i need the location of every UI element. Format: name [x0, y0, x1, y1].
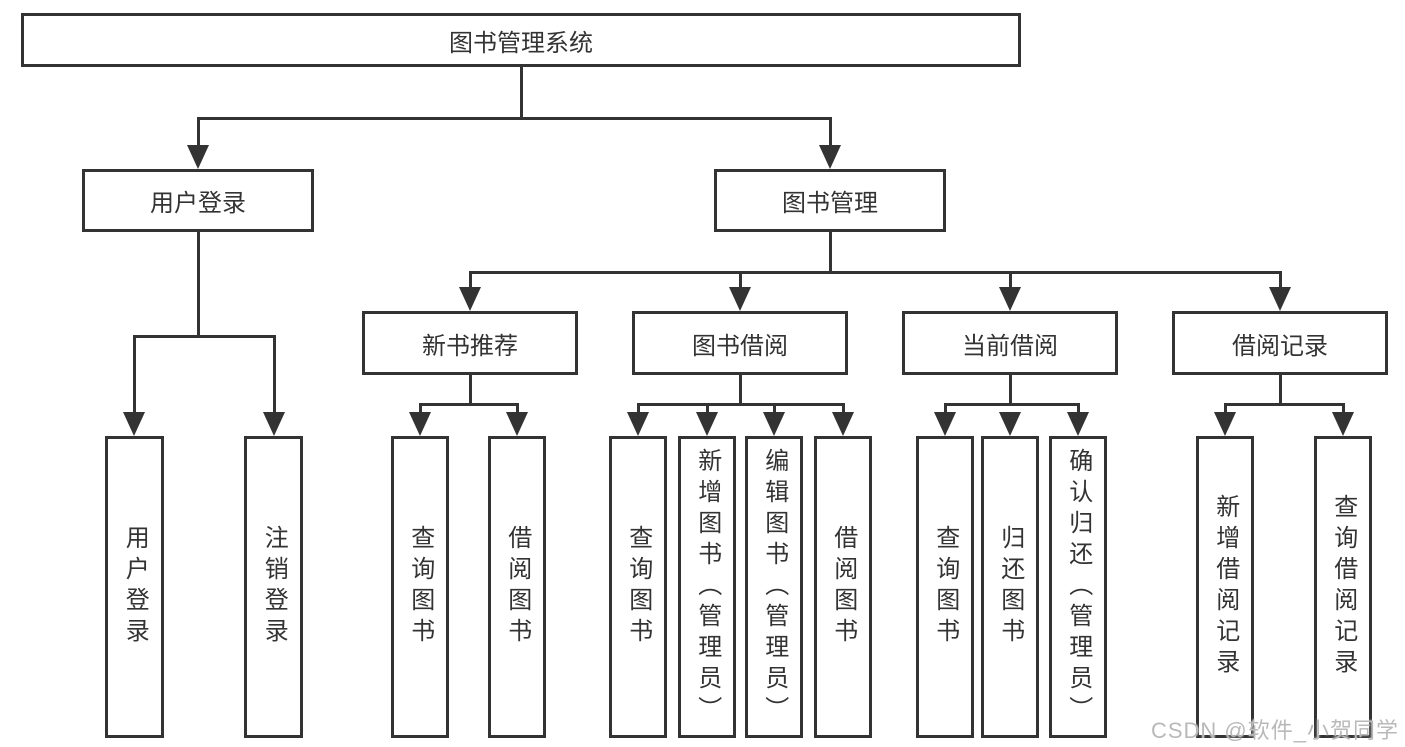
connector-line [419, 403, 422, 413]
connector-line [273, 335, 276, 412]
leaf-label: 借阅图书 [829, 525, 857, 649]
leaf-confirm-return-admin: 确认归还（管理员） [1049, 436, 1107, 738]
connector-line [944, 403, 947, 413]
node-borrow-records: 借阅记录 [1172, 311, 1388, 375]
leaf-label: 新增图书（管理员） [693, 447, 721, 727]
connector-line [739, 271, 742, 287]
connector-line [842, 403, 845, 413]
arrow-down-icon [459, 287, 481, 311]
connector-line [197, 232, 200, 338]
connector-line [419, 403, 519, 406]
connector-line [739, 375, 742, 406]
node-current-borrow: 当前借阅 [902, 311, 1118, 375]
connector-line [706, 403, 709, 413]
leaf-label: 借阅图书 [503, 525, 531, 649]
connector-line [133, 335, 276, 338]
connector-line [829, 117, 832, 145]
connector-line [1009, 271, 1012, 287]
leaf-query-books-borrow: 查询图书 [609, 436, 667, 738]
connector-line [197, 117, 200, 145]
leaf-label: 归还图书 [996, 525, 1024, 649]
leaf-label: 查询图书 [406, 525, 434, 649]
leaf-query-books-current: 查询图书 [916, 436, 974, 738]
leaf-query-borrow-record: 查询借阅记录 [1314, 436, 1372, 738]
leaf-borrow-books-recommend: 借阅图书 [488, 436, 546, 738]
leaf-return-book: 归还图书 [981, 436, 1039, 738]
arrow-down-icon [123, 412, 145, 436]
connector-line [829, 232, 832, 273]
arrow-down-icon [506, 412, 528, 436]
arrow-down-icon [999, 287, 1021, 311]
connector-line [469, 271, 472, 287]
leaf-label: 新增借阅记录 [1211, 494, 1239, 680]
connector-line [637, 403, 845, 406]
leaf-edit-book-admin: 编辑图书（管理员） [745, 436, 803, 738]
connector-line [1279, 271, 1282, 287]
connector-line [944, 403, 1080, 406]
connector-line [637, 403, 640, 413]
connector-line [1342, 403, 1345, 413]
leaf-label: 确认归还（管理员） [1064, 447, 1092, 727]
watermark-text: CSDN @软件_小贺同学 [1150, 718, 1399, 743]
arrow-down-icon [729, 287, 751, 311]
arrow-down-icon [832, 412, 854, 436]
leaf-label: 用户登录 [121, 525, 149, 649]
arrow-down-icon [1067, 412, 1089, 436]
arrow-down-icon [263, 412, 285, 436]
arrow-down-icon [1269, 287, 1291, 311]
leaf-label: 查询图书 [931, 525, 959, 649]
arrow-down-icon [1214, 412, 1236, 436]
leaf-label: 查询借阅记录 [1329, 494, 1357, 680]
leaf-label: 查询图书 [624, 525, 652, 649]
leaf-label: 编辑图书（管理员） [760, 447, 788, 727]
leaf-query-books-recommend: 查询图书 [391, 436, 449, 738]
node-book-management: 图书管理 [714, 169, 946, 232]
arrow-down-icon [409, 412, 431, 436]
connector-line [133, 335, 136, 412]
node-user-login: 用户登录 [82, 169, 314, 232]
arrow-down-icon [696, 412, 718, 436]
connector-line [1279, 375, 1282, 406]
connector-line [1009, 375, 1012, 406]
arrow-down-icon [1332, 412, 1354, 436]
node-book-borrow: 图书借阅 [632, 311, 848, 375]
connector-line [1224, 403, 1227, 413]
leaf-add-borrow-record: 新增借阅记录 [1196, 436, 1254, 738]
leaf-add-book-admin: 新增图书（管理员） [678, 436, 736, 738]
leaf-user-login: 用户登录 [105, 436, 164, 738]
leaf-label: 注销登录 [260, 525, 288, 649]
connector-line [1224, 403, 1345, 406]
connector-line [516, 403, 519, 413]
arrow-down-icon [934, 412, 956, 436]
arrow-down-icon [819, 145, 841, 169]
connector-line [197, 117, 832, 120]
arrow-down-icon [763, 412, 785, 436]
connector-line [469, 271, 1282, 274]
connector-line [773, 403, 776, 413]
connector-line [520, 67, 523, 118]
node-library-management-system: 图书管理系统 [21, 13, 1021, 67]
connector-line [469, 375, 472, 406]
node-new-book-recommend: 新书推荐 [362, 311, 578, 375]
arrow-down-icon [187, 145, 209, 169]
connector-line [1077, 403, 1080, 413]
leaf-logout: 注销登录 [244, 436, 303, 738]
arrow-down-icon [627, 412, 649, 436]
leaf-borrow-books: 借阅图书 [814, 436, 872, 738]
arrow-down-icon [999, 412, 1021, 436]
